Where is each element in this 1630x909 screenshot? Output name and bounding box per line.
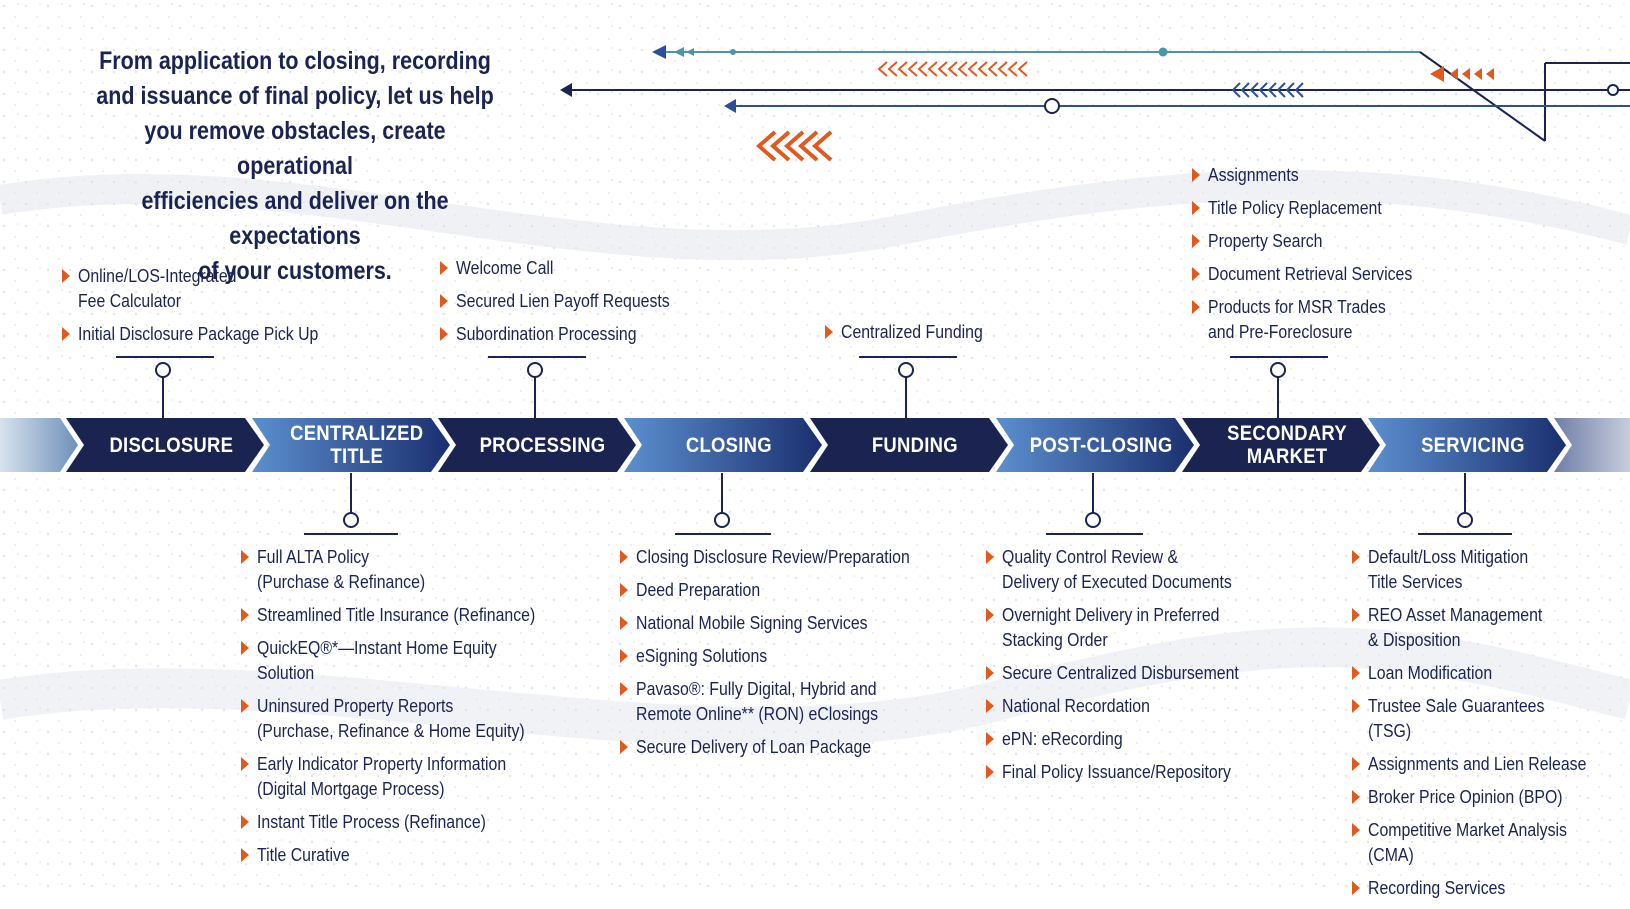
stage-disclosure: DISCLOSURE	[109, 433, 233, 457]
list-item: Assignments	[1190, 163, 1470, 188]
blue-chevrons	[1231, 82, 1304, 98]
disclosure-list: Online/LOS-Integrated Fee Calculator Ini…	[60, 264, 360, 355]
list-item: Default/Loss Mitigation Title Services	[1350, 545, 1620, 595]
list-item: Subordination Processing	[438, 322, 718, 347]
intro-text: From application to closing, recording a…	[89, 44, 502, 289]
list-item: ePN: eRecording	[984, 727, 1284, 752]
list-item: Broker Price Opinion (BPO)	[1350, 785, 1620, 810]
list-item: Document Retrieval Services	[1190, 262, 1470, 287]
servicing-list: Default/Loss Mitigation Title Services R…	[1350, 545, 1620, 909]
list-item: Online/LOS-Integrated Fee Calculator	[60, 264, 360, 314]
list-item: Secure Delivery of Loan Package	[618, 735, 958, 760]
intro-line: and issuance of final policy, let us hel…	[96, 82, 494, 110]
connectors-top	[116, 356, 1328, 418]
orange-chevrons-small	[877, 61, 1028, 77]
list-item: Trustee Sale Guarantees (TSG)	[1350, 694, 1620, 744]
list-item: Closing Disclosure Review/Preparation	[618, 545, 958, 570]
list-item: Instant Title Process (Refinance)	[239, 810, 584, 835]
intro-line: of your customers.	[198, 257, 392, 285]
list-item: Title Policy Replacement	[1190, 196, 1470, 221]
stage-centralized-title: CENTRALIZED TITLE	[290, 422, 424, 468]
intro-line: From application to closing, recording	[99, 47, 491, 75]
list-item: eSigning Solutions	[618, 644, 958, 669]
stage-servicing: SERVICING	[1421, 433, 1525, 457]
list-item: REO Asset Management & Disposition	[1350, 603, 1620, 653]
centralized-title-list: Full ALTA Policy (Purchase & Refinance) …	[239, 545, 584, 876]
list-item: National Mobile Signing Services	[618, 611, 958, 636]
funding-list: Centralized Funding	[823, 320, 1043, 353]
stage-processing: PROCESSING	[480, 433, 606, 457]
list-item: Welcome Call	[438, 256, 718, 281]
list-item: Overnight Delivery in Preferred Stacking…	[984, 603, 1284, 653]
closing-list: Closing Disclosure Review/Preparation De…	[618, 545, 958, 768]
list-item: Pavaso®: Fully Digital, Hybrid and Remot…	[618, 677, 958, 727]
list-item: Assignments and Lien Release	[1350, 752, 1620, 777]
process-diagram-graphic	[0, 0, 1630, 889]
secondary-market-list: Assignments Title Policy Replacement Pro…	[1190, 163, 1470, 353]
orange-chevrons-right	[1430, 66, 1494, 82]
stage-band	[0, 418, 1630, 472]
list-item: Final Policy Issuance/Repository	[984, 760, 1284, 785]
list-item: Initial Disclosure Package Pick Up	[60, 322, 360, 347]
list-item: Property Search	[1190, 229, 1470, 254]
list-item: Secured Lien Payoff Requests	[438, 289, 718, 314]
list-item: Early Indicator Property Information (Di…	[239, 752, 584, 802]
intro-line: you remove obstacles, create operational	[144, 117, 446, 180]
connectors-bottom	[304, 473, 1512, 535]
list-item: QuickEQ®*—Instant Home Equity Solution	[239, 636, 584, 686]
stage-post-closing: POST-CLOSING	[1029, 433, 1173, 457]
list-item: Centralized Funding	[823, 320, 1043, 345]
list-item: Products for MSR Trades and Pre-Foreclos…	[1190, 295, 1470, 345]
processing-list: Welcome Call Secured Lien Payoff Request…	[438, 256, 718, 355]
list-item: Quality Control Review & Delivery of Exe…	[984, 545, 1284, 595]
stage-closing: CLOSING	[685, 433, 773, 457]
stage-secondary-market: SECONDARY MARKET	[1227, 422, 1347, 468]
list-item: Full ALTA Policy (Purchase & Refinance)	[239, 545, 584, 595]
intro-line: efficiencies and deliver on the expectat…	[141, 187, 449, 250]
orange-chevrons-large	[755, 130, 833, 162]
list-item: Deed Preparation	[618, 578, 958, 603]
list-item: Secure Centralized Disbursement	[984, 661, 1284, 686]
list-item: Loan Modification	[1350, 661, 1620, 686]
list-item: Streamlined Title Insurance (Refinance)	[239, 603, 584, 628]
post-closing-list: Quality Control Review & Delivery of Exe…	[984, 545, 1284, 793]
list-item: Competitive Market Analysis (CMA)	[1350, 818, 1620, 868]
list-item: National Recordation	[984, 694, 1284, 719]
list-item: Title Curative	[239, 843, 584, 868]
list-item: Uninsured Property Reports (Purchase, Re…	[239, 694, 584, 744]
stage-funding: FUNDING	[871, 433, 959, 457]
decorative-lines	[560, 45, 1630, 142]
